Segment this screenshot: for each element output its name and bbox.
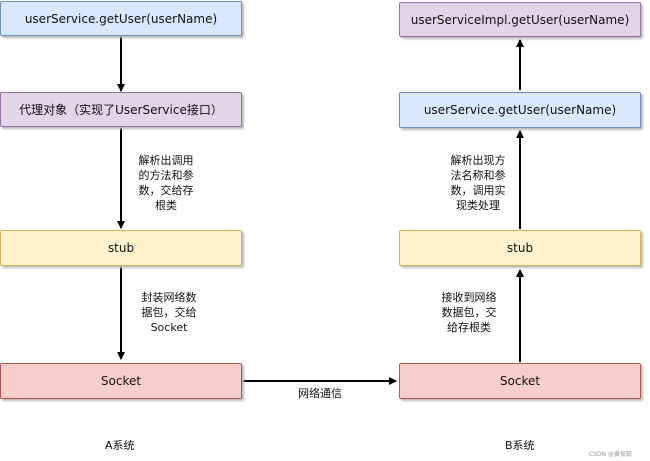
watermark: CSDN @黄俊懿: [589, 451, 633, 458]
a-proxy-box: 代理对象（实现了UserService接口）: [0, 92, 242, 127]
a-parse-note: 解析出调用 的方法和参 数，交给存 根类: [131, 153, 201, 213]
a-stub-box: stub: [0, 230, 242, 266]
a-socket-box: Socket: [0, 363, 242, 399]
a-system-label: A系统: [105, 439, 135, 452]
b-receive-note: 接收到网络 数据包，交 给存根类: [434, 290, 504, 335]
b-stub-box: stub: [399, 230, 641, 266]
a-caller-box: userService.getUser(userName): [0, 1, 242, 36]
b-parse-note: 解析出现方 法名称和参 数，调用实 现类处理: [443, 153, 513, 213]
b-system-label: B系统: [505, 439, 535, 452]
b-service-box: userService.getUser(userName): [399, 92, 641, 128]
network-label: 网络通信: [298, 387, 342, 400]
a-pack-note: 封装网络数 据包，交给 Socket: [134, 290, 204, 335]
b-impl-box: userServiceImpl.getUser(userName): [399, 2, 641, 37]
b-socket-box: Socket: [399, 363, 641, 399]
